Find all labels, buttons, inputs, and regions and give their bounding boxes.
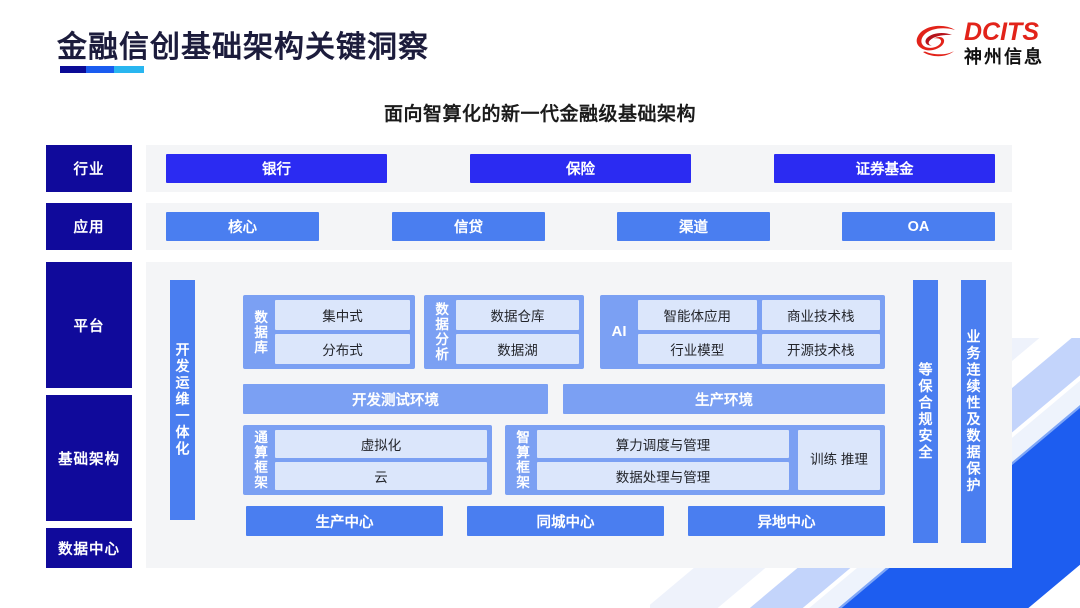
industry-item-securities-fund[interactable]: 证券基金 bbox=[774, 154, 995, 183]
datacenter-production-center[interactable]: 生产中心 bbox=[246, 506, 443, 536]
cell-data-lake[interactable]: 数据湖 bbox=[456, 334, 579, 364]
group-intelligent-compute-framework: 智算框架 算力调度与管理 数据处理与管理 训练 推理 bbox=[505, 425, 885, 495]
dcits-swirl-logo-icon bbox=[914, 21, 958, 65]
group-caption-data-analysis: 数据分析 bbox=[433, 302, 449, 362]
group-caption-intelligent-compute: 智算框架 bbox=[514, 430, 530, 490]
logo-text-cn: 神州信息 bbox=[964, 47, 1044, 67]
axis-label-industry: 行业 bbox=[46, 145, 132, 192]
group-database: 数据库 集中式 分布式 bbox=[243, 295, 415, 369]
cell-centralized[interactable]: 集中式 bbox=[275, 300, 410, 330]
page-title: 金融信创基础架构关键洞察 bbox=[57, 31, 429, 64]
vertical-bar-security-compliance: 等保合规安全 bbox=[913, 280, 938, 543]
datacenter-local-center[interactable]: 同城中心 bbox=[467, 506, 664, 536]
cell-training-inference[interactable]: 训练 推理 bbox=[798, 430, 880, 490]
industry-item-insurance[interactable]: 保险 bbox=[470, 154, 691, 183]
vertical-bar-devops: 开发运维一体化 bbox=[170, 280, 195, 520]
application-item-channel[interactable]: 渠道 bbox=[617, 212, 770, 241]
application-item-oa[interactable]: OA bbox=[842, 212, 995, 241]
cell-commercial-tech-stack[interactable]: 商业技术栈 bbox=[761, 300, 880, 330]
application-item-credit[interactable]: 信贷 bbox=[392, 212, 545, 241]
datacenter-remote-center[interactable]: 异地中心 bbox=[688, 506, 885, 536]
cell-data-warehouse[interactable]: 数据仓库 bbox=[456, 300, 579, 330]
axis-label-platform: 平台 bbox=[46, 262, 132, 388]
cell-data-processing[interactable]: 数据处理与管理 bbox=[537, 462, 789, 490]
cell-agent-application[interactable]: 智能体应用 bbox=[638, 300, 757, 330]
env-bar-dev-test[interactable]: 开发测试环境 bbox=[243, 384, 548, 414]
axis-label-datacenter: 数据中心 bbox=[46, 528, 132, 568]
group-caption-general-compute: 通算框架 bbox=[252, 430, 268, 490]
group-general-compute-framework: 通算框架 虚拟化 云 bbox=[243, 425, 492, 495]
group-ai: AI 智能体应用 商业技术栈 行业模型 开源技术栈 bbox=[600, 295, 885, 369]
cell-virtualization[interactable]: 虚拟化 bbox=[275, 430, 487, 458]
logo-text-en: DCITS bbox=[964, 18, 1039, 46]
axis-label-application: 应用 bbox=[46, 203, 132, 250]
brand-logo: DCITS 神州信息 bbox=[914, 20, 1044, 66]
axis-label-infrastructure: 基础架构 bbox=[46, 395, 132, 521]
cell-distributed[interactable]: 分布式 bbox=[275, 334, 410, 364]
cell-compute-scheduling[interactable]: 算力调度与管理 bbox=[537, 430, 789, 458]
slide-subtitle: 面向智算化的新一代金融级基础架构 bbox=[383, 104, 696, 125]
cell-cloud[interactable]: 云 bbox=[275, 462, 487, 490]
env-bar-production[interactable]: 生产环境 bbox=[563, 384, 885, 414]
industry-item-bank[interactable]: 银行 bbox=[166, 154, 387, 183]
group-data-analysis: 数据分析 数据仓库 数据湖 bbox=[424, 295, 584, 369]
cell-industry-model[interactable]: 行业模型 bbox=[638, 334, 757, 364]
group-caption-ai: AI bbox=[611, 323, 627, 341]
group-caption-database: 数据库 bbox=[252, 309, 268, 355]
title-accent-rule bbox=[60, 66, 144, 73]
vertical-bar-business-continuity: 业务连续性及数据保护 bbox=[961, 280, 986, 543]
application-item-core[interactable]: 核心 bbox=[166, 212, 319, 241]
cell-open-source-tech-stack[interactable]: 开源技术栈 bbox=[761, 334, 880, 364]
